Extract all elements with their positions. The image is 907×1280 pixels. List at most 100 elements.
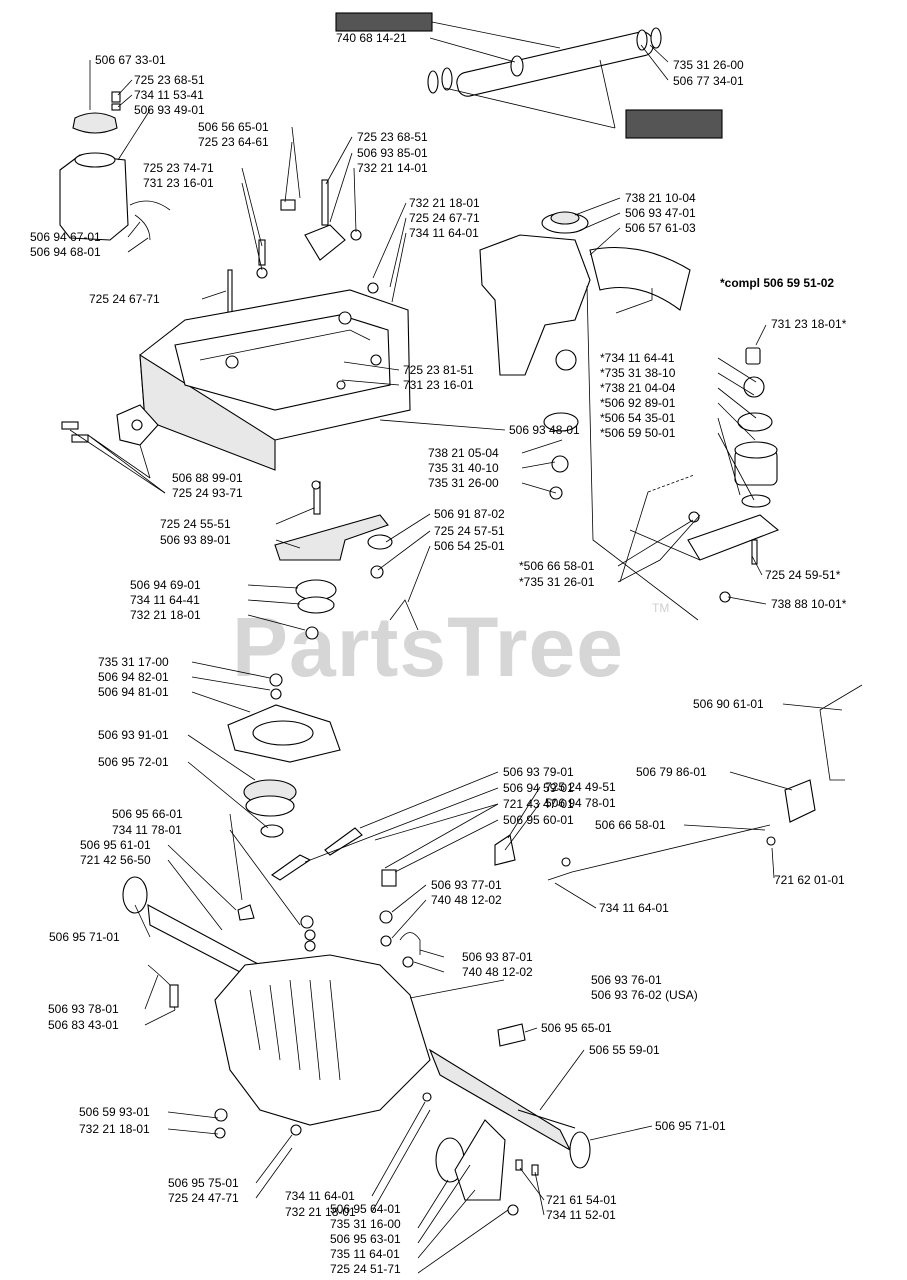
part-label: 725 24 59-51* — [765, 568, 841, 582]
part-label: 506 93 48-01 — [509, 423, 580, 437]
part-label: 506 59 93-01 — [79, 1105, 150, 1119]
part-label: 506 91 87-02 — [434, 507, 505, 521]
part-label: 506 88 99-01 — [172, 471, 243, 485]
part-label: 506 95 75-01 — [168, 1176, 239, 1190]
part-label: 725 24 67-71 — [409, 211, 480, 225]
part-label: 735 31 16-00 — [330, 1217, 401, 1231]
part-label: 506 77 34-01 — [673, 74, 744, 88]
part-label: 506 93 79-01 — [503, 765, 574, 779]
part-label: 506 94 67-01 — [30, 230, 101, 244]
part-label: 506 93 78-01 — [48, 1002, 119, 1016]
part-label: 506 94 82-01 — [98, 670, 169, 684]
part-label: 725 24 57-51 — [434, 524, 505, 538]
part-tag-block-right — [625, 109, 723, 139]
part-label: 506 93 91-01 — [98, 728, 169, 742]
part-label: 732 21 18-01 — [130, 608, 201, 622]
part-label: 734 11 64-01 — [599, 901, 669, 915]
part-label: 725 24 55-51 — [160, 517, 231, 531]
transaxle — [122, 876, 591, 1216]
part-label: 725 24 67-71 — [89, 292, 160, 306]
part-label: 731 23 18-01* — [771, 317, 847, 331]
part-label: 725 24 93-71 — [172, 486, 243, 500]
control-linkage — [147, 684, 863, 1011]
part-label: 506 83 43-01 — [48, 1018, 119, 1032]
part-label: 735 31 26-00 — [673, 58, 744, 72]
part-label: 738 21 10-04 — [625, 191, 696, 205]
part-label: 740 48 12-02 — [431, 893, 502, 907]
part-label: 735 31 26-00 — [428, 476, 499, 490]
fan-and-pulley — [227, 673, 341, 838]
part-label: 734 11 78-01 — [112, 823, 182, 837]
leader-lines — [69, 21, 843, 1274]
part-label: 506 93 87-01 — [462, 950, 533, 964]
part-label: 731 23 16-01 — [143, 176, 214, 190]
part-label: 732 21 14-01 — [357, 161, 428, 175]
tension-pulley-assembly — [647, 347, 780, 603]
part-label: 506 93 77-01 — [431, 878, 502, 892]
part-label: 506 95 60-01 — [503, 813, 574, 827]
complete-assembly-note: *compl 506 59 51-02 — [720, 276, 834, 290]
part-label: 734 11 64-41 — [130, 593, 200, 607]
part-label: 506 95 65-01 — [541, 1021, 612, 1035]
part-label: 506 79 86-01 — [636, 765, 707, 779]
part-label: 740 48 12-02 — [462, 965, 533, 979]
part-label: 732 21 18-01 — [79, 1122, 150, 1136]
watermark-logo: PartsTree — [232, 600, 624, 694]
part-label: 734 11 64-01 — [285, 1189, 355, 1203]
part-label: *506 66 58-01 — [519, 559, 595, 573]
part-label: 506 95 72-01 — [98, 755, 169, 769]
part-label: 506 93 76-01 — [591, 973, 662, 987]
part-label: 735 11 64-01 — [330, 1247, 400, 1261]
part-label: 506 95 63-01 — [330, 1232, 401, 1246]
oil-reservoir — [59, 91, 171, 241]
part-label: 725 23 68-51 — [357, 130, 428, 144]
part-label: 725 23 64-61 — [198, 135, 269, 149]
housing-casting — [479, 211, 691, 500]
part-label: *506 92 89-01 — [600, 396, 676, 410]
watermark-trademark: TM — [652, 601, 669, 615]
part-label: 725 24 51-71 — [330, 1262, 401, 1276]
part-label: 506 93 89-01 — [160, 533, 231, 547]
part-tag-block-top — [335, 12, 433, 32]
part-label: *506 54 35-01 — [600, 411, 676, 425]
part-label: 735 31 17-00 — [98, 655, 169, 669]
part-label: 506 95 61-01 — [80, 838, 151, 852]
part-label: *738 21 04-04 — [600, 381, 676, 395]
part-label: 725 23 68-51 — [134, 73, 205, 87]
part-label: 721 43 47-01 — [503, 797, 574, 811]
part-label: 506 93 76-02 (USA) — [591, 988, 698, 1002]
part-label: 738 21 05-04 — [428, 446, 499, 460]
part-label: 506 95 66-01 — [112, 807, 183, 821]
part-label: *506 59 50-01 — [600, 426, 676, 440]
part-label: 506 95 71-01 — [49, 930, 120, 944]
part-label: 725 24 49-51 — [545, 780, 616, 794]
idler-assembly — [274, 480, 419, 640]
part-label: 506 94 81-01 — [98, 685, 169, 699]
part-label: 506 94 69-01 — [130, 578, 201, 592]
part-label: 506 94 59-01 — [503, 781, 574, 795]
part-label: *734 11 64-41 — [600, 351, 675, 365]
shaft-assembly — [427, 27, 662, 97]
part-label: 738 88 10-01* — [771, 597, 847, 611]
part-label: 725 23 81-51 — [403, 363, 474, 377]
part-label: 731 23 16-01 — [403, 378, 474, 392]
part-label: 734 11 64-01 — [409, 226, 479, 240]
part-label: 721 61 54-01 — [546, 1193, 617, 1207]
part-label: 506 95 71-01 — [655, 1119, 726, 1133]
mounting-brackets — [227, 179, 362, 316]
part-label: *735 31 38-10 — [600, 366, 676, 380]
part-label: 732 21 18-01 — [285, 1205, 356, 1219]
part-label: 506 66 58-01 — [595, 818, 666, 832]
part-label: 734 11 52-01 — [546, 1208, 616, 1222]
part-label: 506 93 85-01 — [357, 146, 428, 160]
part-label: 506 54 25-01 — [434, 539, 505, 553]
part-labels: 740 68 14-21 735 31 26-00 506 77 34-01 5… — [30, 31, 847, 1276]
part-drawings — [59, 12, 863, 1216]
side-bracket — [61, 404, 159, 446]
part-label: 721 42 56-50 — [80, 853, 151, 867]
part-label: *735 31 26-01 — [519, 575, 595, 589]
part-label: 506 94 68-01 — [30, 245, 101, 259]
part-label: 735 31 40-10 — [428, 461, 499, 475]
part-label: 506 56 65-01 — [198, 120, 269, 134]
